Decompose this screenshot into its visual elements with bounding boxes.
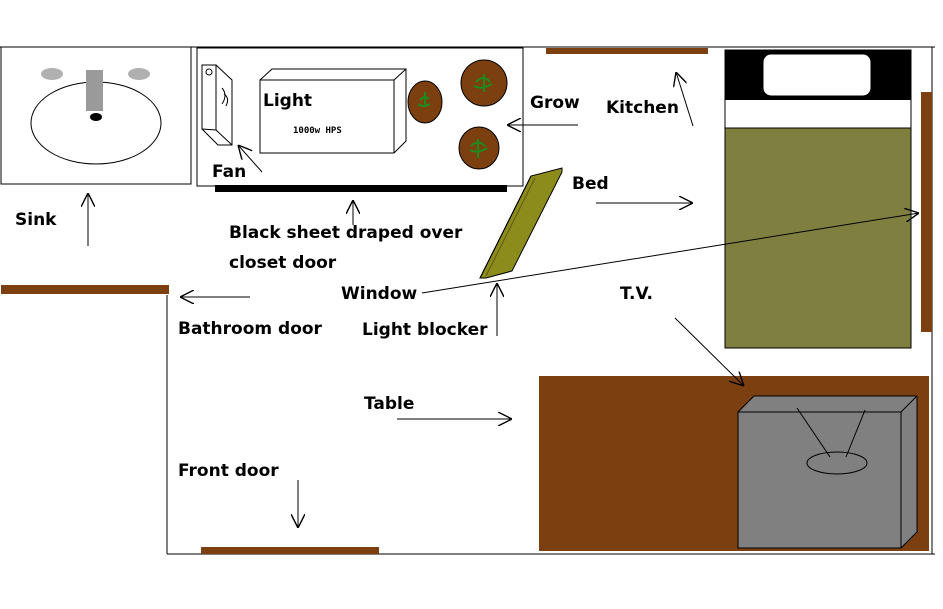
grow-closet bbox=[196, 47, 524, 192]
label-grow: Grow bbox=[530, 93, 580, 113]
pillow bbox=[762, 53, 872, 97]
label-black-sheet-line2: closet door bbox=[229, 253, 337, 273]
kitchen-door bbox=[546, 48, 708, 54]
table bbox=[539, 376, 929, 551]
bathroom-door bbox=[1, 285, 169, 294]
window-arrow bbox=[421, 213, 919, 294]
plant-pot-2 bbox=[460, 59, 508, 107]
label-light-spec: 1000w HPS bbox=[293, 126, 342, 136]
sink-knob-left bbox=[41, 68, 63, 80]
label-sink: Sink bbox=[15, 210, 57, 230]
tv-arrow bbox=[674, 317, 744, 386]
label-window: Window bbox=[341, 284, 418, 304]
bed-blanket bbox=[724, 127, 912, 349]
tv bbox=[737, 395, 918, 549]
label-black-sheet-line1: Black sheet draped over bbox=[229, 223, 463, 243]
black-sheet bbox=[215, 185, 507, 192]
fan bbox=[201, 64, 233, 146]
front-door bbox=[201, 547, 379, 554]
label-bathroom-door: Bathroom door bbox=[178, 319, 323, 339]
bed bbox=[724, 49, 912, 349]
kitchen-arrow bbox=[676, 72, 694, 127]
label-front-door: Front door bbox=[178, 461, 279, 481]
label-bed: Bed bbox=[572, 174, 609, 194]
label-tv: T.V. bbox=[620, 284, 653, 304]
sink bbox=[0, 46, 192, 185]
plant-pot-3 bbox=[458, 126, 500, 170]
fan-arrow bbox=[238, 145, 263, 173]
light-fixture bbox=[259, 68, 407, 154]
plant-pot-1 bbox=[407, 80, 443, 124]
window bbox=[921, 92, 932, 332]
sink-knob-right bbox=[128, 68, 150, 80]
sink-drain bbox=[90, 113, 102, 121]
label-light: Light bbox=[263, 91, 312, 111]
light-blocker bbox=[479, 167, 563, 279]
sink-faucet bbox=[86, 70, 103, 111]
label-fan: Fan bbox=[212, 162, 246, 182]
label-table: Table bbox=[364, 394, 414, 414]
labels: Sink Fan Light 1000w HPS Grow Kitchen Be… bbox=[15, 91, 679, 481]
annotation-arrows bbox=[88, 72, 919, 528]
label-light-blocker: Light blocker bbox=[362, 320, 488, 340]
label-kitchen: Kitchen bbox=[606, 98, 679, 118]
